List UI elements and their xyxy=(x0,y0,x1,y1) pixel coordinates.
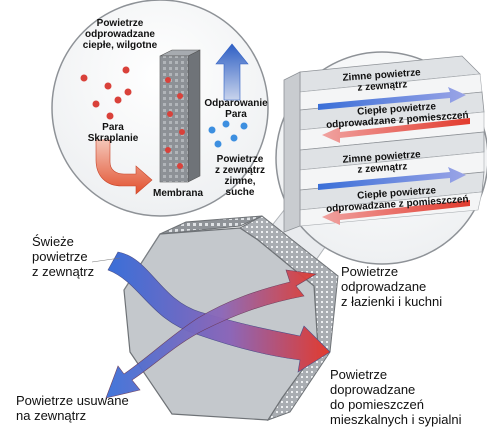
cold-vapor-molecules xyxy=(208,120,248,148)
label-warm-humid-air: Powietrze odprowadzane ciepłe, wilgotne xyxy=(82,18,158,51)
exchanger-top-face xyxy=(159,215,263,235)
label-cold-dry-air: Powietrze z zewnątrz zimne, suche xyxy=(214,154,265,198)
extract-air-stream xyxy=(105,269,317,399)
label-supply-air: Powietrze doprowadzane do pomieszczeń mi… xyxy=(330,367,462,427)
warm-vapor-molecules xyxy=(80,66,132,120)
label-extract-air: Powietrze odprowadzane z łazienki i kuch… xyxy=(341,264,443,309)
label-membrane: Membrana xyxy=(152,188,203,199)
membrane-block-side xyxy=(187,49,201,183)
label-vapor-evaporation: Odparowanie Para xyxy=(204,98,268,120)
condensation-arrow xyxy=(95,139,153,195)
channel-arrow-cold xyxy=(318,87,466,110)
channel-arrow-warm xyxy=(322,200,470,225)
label-vapor-condensation: Para Skraplanie xyxy=(87,122,139,144)
air-streams xyxy=(105,251,331,399)
channel-arrow-cold xyxy=(318,167,466,190)
evaporation-arrow xyxy=(215,43,249,101)
channels-detail xyxy=(275,51,487,265)
fresh-air-stream xyxy=(107,251,331,373)
channel-arrow-warm xyxy=(322,118,470,143)
label-exhausted-air: Powietrze usuwane na zewnątrz xyxy=(16,393,129,423)
membrane-detail xyxy=(51,0,269,217)
leader-fresh-air xyxy=(91,257,121,263)
membrane-molecules xyxy=(165,77,185,169)
membrane-texture xyxy=(160,56,188,182)
channel-arrows xyxy=(318,87,470,225)
label-fresh-air: Świeże powietrze z zewnątrz xyxy=(32,234,95,279)
